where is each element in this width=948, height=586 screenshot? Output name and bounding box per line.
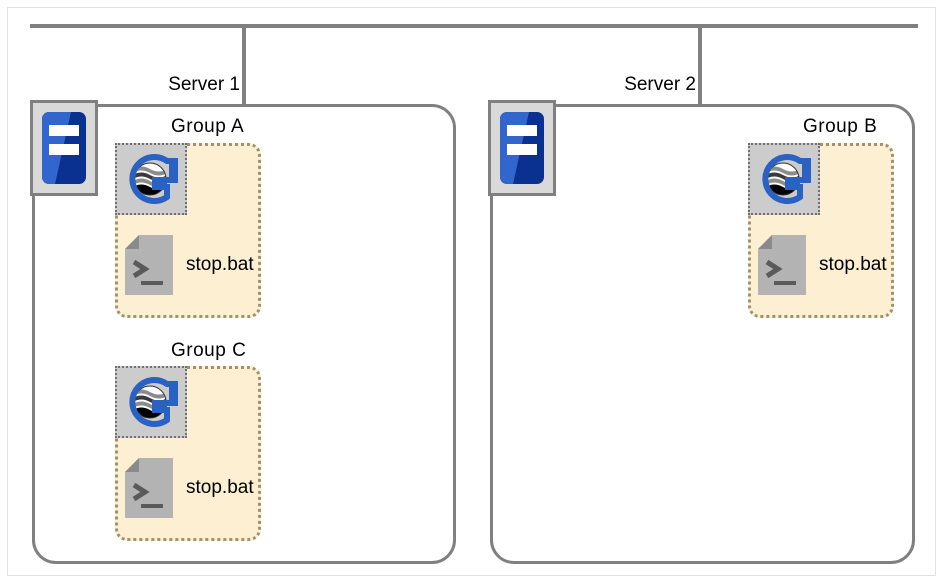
server-icon[interactable]	[488, 100, 556, 196]
server-icon[interactable]	[30, 100, 98, 196]
group-box-group-a[interactable]: stop.bat	[115, 143, 261, 318]
drop-line-server-2	[698, 24, 702, 106]
script-file-icon	[124, 457, 174, 519]
script-file-row-group-a[interactable]: stop.bat	[124, 234, 254, 296]
group-box-group-c[interactable]: stop.bat	[115, 366, 261, 541]
script-file-row-group-b[interactable]: stop.bat	[757, 234, 887, 296]
script-file-icon	[124, 234, 174, 296]
globe-g-icon[interactable]	[115, 366, 187, 438]
group-label-group-a: Group A	[171, 116, 245, 137]
group-label-group-b: Group B	[803, 116, 878, 137]
globe-g-icon[interactable]	[115, 143, 187, 215]
server-container-server-2[interactable]	[490, 104, 915, 564]
script-file-name: stop.bat	[186, 477, 254, 498]
server-container-server-1[interactable]	[32, 104, 456, 564]
server-label-server-2: Server 2	[624, 74, 696, 95]
script-file-name: stop.bat	[819, 254, 887, 275]
group-label-group-c: Group C	[171, 340, 247, 361]
globe-g-icon[interactable]	[748, 143, 820, 215]
drop-line-server-1	[242, 24, 246, 106]
script-file-icon	[757, 234, 807, 296]
script-file-name: stop.bat	[186, 254, 254, 275]
network-bus-line	[30, 24, 918, 28]
group-box-group-b[interactable]: stop.bat	[748, 143, 894, 318]
script-file-row-group-c[interactable]: stop.bat	[124, 457, 254, 519]
server-label-server-1: Server 1	[168, 74, 240, 95]
